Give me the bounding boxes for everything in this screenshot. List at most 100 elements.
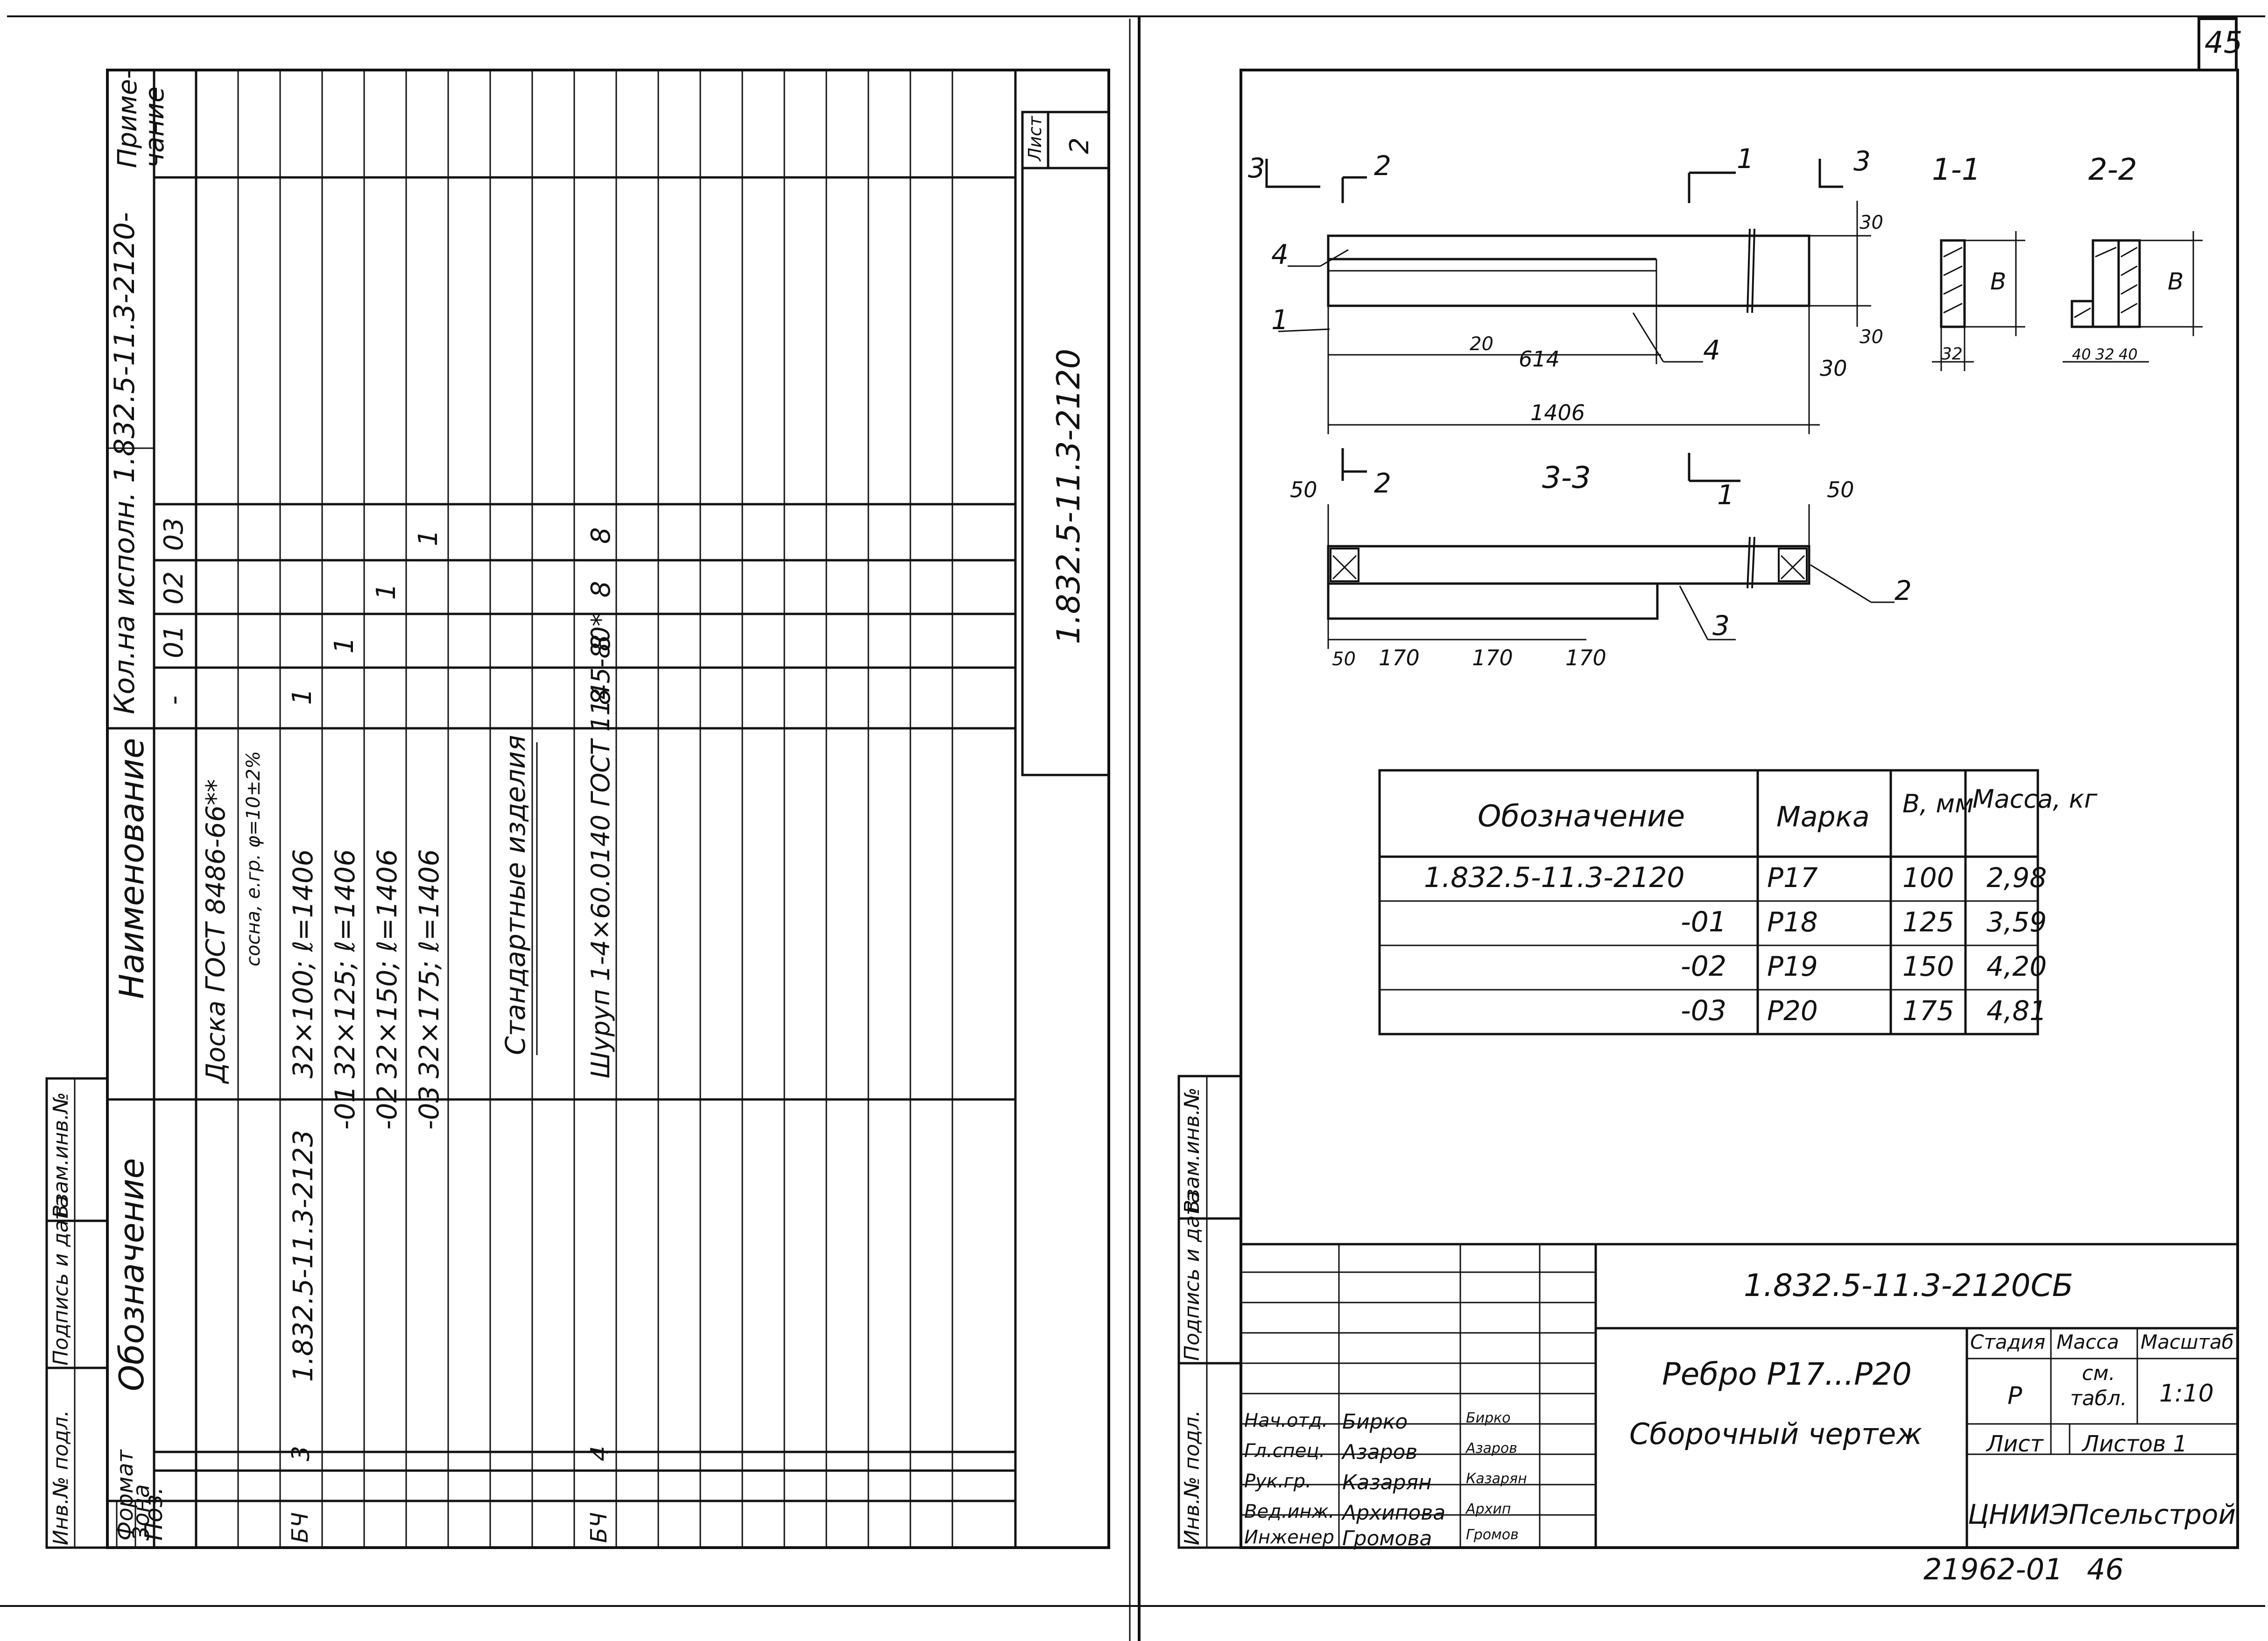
row3-qty: 1 — [371, 583, 401, 600]
row4-name: 32×175; ℓ=1406 — [413, 849, 445, 1078]
dim-50-left: 50 — [1290, 477, 1317, 502]
stamp-sheet-no: 2 — [1064, 137, 1095, 154]
stamp-code: 1.832.5-11.3-2120 — [1050, 348, 1087, 644]
section-1-1: 1-1 — [1932, 153, 1981, 187]
row6-qty-0: 8 — [586, 688, 616, 705]
page-number-bottom: 46 — [2087, 1552, 2124, 1586]
vt-row2-b: 125 — [1902, 906, 1954, 938]
row1-format: БЧ — [287, 1512, 313, 1543]
qty-col-02: 02 — [159, 571, 189, 605]
cut-label-3b: 3 — [1853, 145, 1871, 177]
row6-qty-1: 8 — [586, 634, 616, 651]
dim-170-a: 170 — [1379, 645, 1420, 670]
title-subtitle: Сборочный чертеж — [1629, 1417, 1923, 1451]
vt-row4-designation: -03 — [1681, 994, 1726, 1027]
person-sign-2: Азаров — [1466, 1440, 1517, 1457]
vt-row2-designation: -01 — [1681, 906, 1726, 938]
row6-qty-2: 8 — [586, 581, 616, 598]
cut-label-2b: 2 — [1374, 467, 1391, 499]
row4-designation: -03 — [413, 1085, 445, 1130]
qty-col-dash: - — [159, 695, 189, 705]
row2-designation: -01 — [329, 1085, 361, 1130]
row6-name: Шуруп 1-4×60.0140 ГОСТ 1145-80* — [586, 613, 615, 1078]
cut-label-3a: 3 — [1248, 152, 1265, 184]
person-role-4: Вед.инж. — [1244, 1501, 1335, 1522]
dim-30-bottom: 30 — [1859, 326, 1883, 348]
vt-row4-b: 175 — [1902, 995, 1954, 1027]
vt-row1-mark: Р17 — [1767, 862, 1818, 894]
vt-header-designation: Обозначение — [1478, 799, 1685, 834]
row1-name: 32×100; ℓ=1406 — [287, 849, 319, 1078]
callout-1: 1 — [1271, 304, 1289, 336]
vt-row2-mass: 3,59 — [1986, 906, 2047, 938]
dim-40-b: 40 — [2119, 345, 2138, 363]
person-sign-1: Бирко — [1466, 1410, 1511, 1426]
vt-row2-mark: Р18 — [1767, 906, 1818, 938]
callout-4b: 4 — [1703, 334, 1720, 366]
row6-pos: 4 — [586, 1445, 614, 1461]
header-qty-title: Кол.на исполн. 1.832.5-11.3-2120- — [108, 212, 141, 714]
section-3-3: 3-3 — [1542, 461, 1591, 495]
right-side-strip — [1177, 1075, 1242, 1549]
header-name: Наименование — [112, 738, 151, 999]
dim-170-c: 170 — [1565, 645, 1606, 670]
person-name-4: Архипова — [1342, 1501, 1446, 1525]
vt-row1-designation: 1.832.5-11.3-2120 — [1424, 861, 1685, 894]
row6-qty-3: 8 — [586, 527, 616, 544]
row1-pos: 3 — [287, 1445, 315, 1461]
right-side-label-replace: Взам.инв.№ — [1180, 1087, 1204, 1214]
vt-row3-b: 150 — [1902, 951, 1954, 982]
vt-row3-mark: Р19 — [1767, 951, 1818, 982]
dim-50-bottom: 50 — [1332, 648, 1356, 670]
person-sign-5: Громов — [1466, 1527, 1519, 1543]
vt-header-mark: Марка — [1776, 801, 1870, 833]
page-number-top: 45 — [2205, 26, 2243, 60]
row6-format: БЧ — [586, 1512, 612, 1543]
row2-qty: 1 — [329, 637, 359, 654]
right-side-label-sign: Подпись и дата — [1180, 1190, 1204, 1361]
row5-standard-items: Стандартные изделия — [500, 735, 531, 1055]
vt-header-mass: Масса, кг — [1972, 784, 2098, 814]
vt-row1-b: 100 — [1902, 862, 1954, 894]
person-role-5: Инженер — [1244, 1527, 1334, 1548]
header-pos: Поз. — [140, 1486, 168, 1541]
dim-614: 614 — [1519, 346, 1560, 372]
section-2-2: 2-2 — [2088, 153, 2137, 187]
qty-col-01: 01 — [159, 625, 189, 658]
mass-label: Масса — [2057, 1331, 2119, 1353]
dim-30-top: 30 — [1859, 212, 1883, 233]
org-name: ЦНИИЭПсельстрой — [1968, 1499, 2236, 1530]
cut-label-1a: 1 — [1737, 143, 1754, 175]
row-board-name2: сосна, е.гр. φ=10±2% — [243, 751, 264, 966]
row3-designation: -02 — [371, 1085, 403, 1130]
vt-row4-mark: Р20 — [1767, 995, 1818, 1027]
side-label-sign: Подпись и дата — [49, 1195, 73, 1366]
dim-20: 20 — [1470, 333, 1493, 355]
person-name-5: Громова — [1342, 1527, 1432, 1550]
person-role-2: Гл.спец. — [1244, 1440, 1325, 1462]
dim-50-right: 50 — [1827, 477, 1854, 502]
stamp-sheet-label: Лист — [1025, 116, 1045, 161]
stage-value: Р — [2007, 1382, 2022, 1410]
row1-designation: 1.832.5-11.3-2123 — [287, 1130, 319, 1382]
vt-header-b: В, мм — [1902, 789, 1974, 818]
assembly-drawing: 3 2 1 3 2 1 1-1 2-2 3-3 4 1 4 2 3 30 30 … — [1248, 143, 2203, 670]
person-role-3: Рук.гр. — [1244, 1471, 1311, 1492]
title-code: 1.832.5-11.3-2120СБ — [1744, 1268, 2073, 1303]
person-sign-4: Архип — [1466, 1501, 1511, 1517]
dim-b-2: В — [2168, 268, 2183, 295]
callout-3: 3 — [1712, 610, 1730, 641]
dim-b-1: В — [1990, 268, 2006, 295]
person-sign-3: Казарян — [1466, 1471, 1527, 1487]
person-name-2: Азаров — [1342, 1440, 1418, 1464]
sheets-label: Листов 1 — [2082, 1431, 2188, 1457]
stage-label: Стадия — [1970, 1331, 2046, 1353]
row3-name: 32×150; ℓ=1406 — [371, 849, 403, 1078]
callout-4a: 4 — [1271, 239, 1289, 270]
title-name: Ребро Р17...Р20 — [1662, 1356, 1912, 1392]
mass-value: см. табл. — [2070, 1361, 2127, 1410]
row1-qty: 1 — [287, 688, 317, 705]
variants-table: Обозначение Марка В, мм Масса, кг 1.832.… — [1378, 769, 2098, 1035]
header-designation: Обозначение — [112, 1158, 151, 1391]
